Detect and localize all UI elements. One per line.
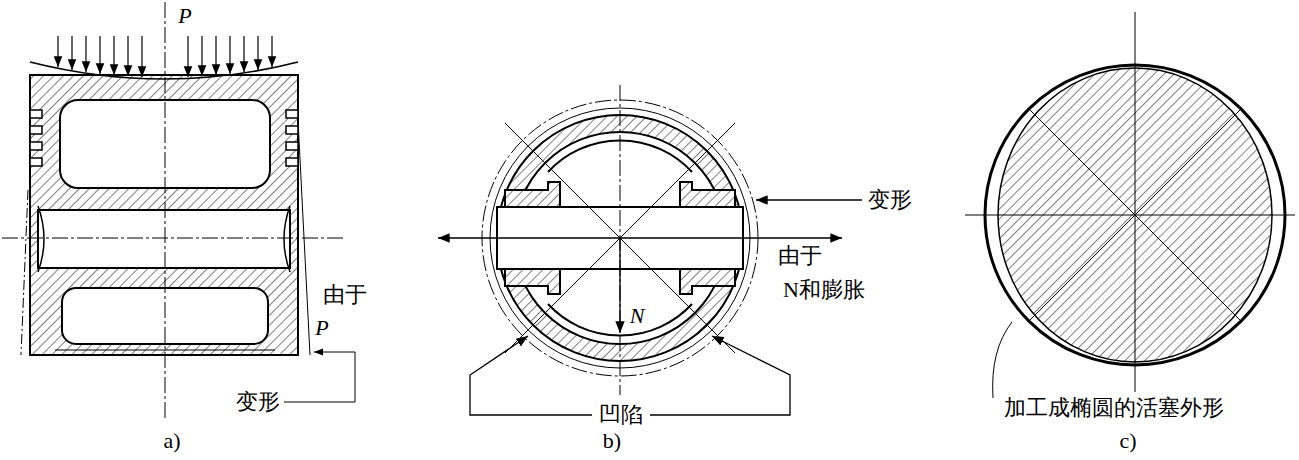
piston-section-a-part <box>286 158 298 166</box>
force-arrows-part <box>619 238 620 333</box>
figure-label: c) <box>1117 430 1138 452</box>
figure-label: a) <box>161 430 182 452</box>
center-line-part <box>165 2 166 420</box>
oval-piston-c-part <box>965 215 1295 216</box>
pressure-load-part <box>99 36 100 74</box>
force-arrows-part <box>438 237 620 238</box>
annotation: N和膨胀 <box>781 279 867 301</box>
piston-section-a-part <box>30 126 42 134</box>
pressure-load-part <box>71 36 72 70</box>
annotation: 变形 <box>866 189 914 211</box>
piston-section-a-part <box>284 206 290 272</box>
pressure-load-part <box>215 36 216 75</box>
piston-section-a-part <box>30 75 298 355</box>
pressure-load-part <box>85 36 86 72</box>
force-arrows-part <box>620 237 842 238</box>
annotation: 由于 <box>321 284 369 306</box>
deformation-outline-part <box>284 352 355 402</box>
force-symbol: P <box>176 5 193 27</box>
force-arrows <box>438 200 862 415</box>
oval-piston-c <box>965 12 1295 398</box>
pressure-load-part <box>201 36 202 76</box>
deformation-outline <box>21 120 355 402</box>
piston-plan-b-part <box>620 85 621 395</box>
pressure-load-part <box>57 36 58 67</box>
piston-section-a-part <box>30 142 42 150</box>
pressure-load-part <box>229 36 230 74</box>
force-arrows-part <box>650 336 790 415</box>
force-arrows-part <box>470 336 592 415</box>
piston-section-a-part <box>30 110 42 118</box>
pressure-load-part <box>257 36 258 70</box>
piston-section-a-part <box>38 210 290 268</box>
deformation-outline-part <box>21 190 28 355</box>
pressure-load <box>30 36 298 79</box>
piston-section-a-part <box>55 350 275 351</box>
annotation: 加工成椭圆的活塞外形 <box>1002 397 1226 419</box>
pressure-load-part <box>141 36 142 77</box>
piston-section-a-part <box>30 158 42 166</box>
center-line <box>2 2 345 420</box>
annotation: 变形 <box>234 391 282 413</box>
force-symbol: P <box>313 317 330 339</box>
oval-piston-c-part <box>993 322 1012 398</box>
pressure-load-part <box>127 36 128 76</box>
force-arrows-part <box>756 199 862 200</box>
deformation-outline-part <box>298 120 310 355</box>
center-line-part <box>2 238 345 239</box>
pressure-load-part <box>187 36 188 77</box>
piston-section-a-part <box>286 142 298 150</box>
pressure-load-part <box>113 36 114 75</box>
annotation: 由于 <box>776 245 824 267</box>
piston-plan-b <box>482 85 758 395</box>
oval-piston-c-part <box>1030 110 1240 320</box>
piston-section-a-part <box>38 206 44 272</box>
pressure-load-part <box>243 36 244 72</box>
oval-piston-c-part <box>1030 110 1240 320</box>
oval-piston-c-part <box>1135 12 1136 392</box>
pressure-load-part <box>271 36 272 67</box>
figure-label: b) <box>601 430 623 452</box>
annotation: 凹陷 <box>597 404 645 426</box>
piston-section-a <box>30 75 298 355</box>
piston-section-a-part <box>286 126 298 134</box>
piston-section-a-part <box>286 110 298 118</box>
force-symbol: N <box>628 305 647 327</box>
